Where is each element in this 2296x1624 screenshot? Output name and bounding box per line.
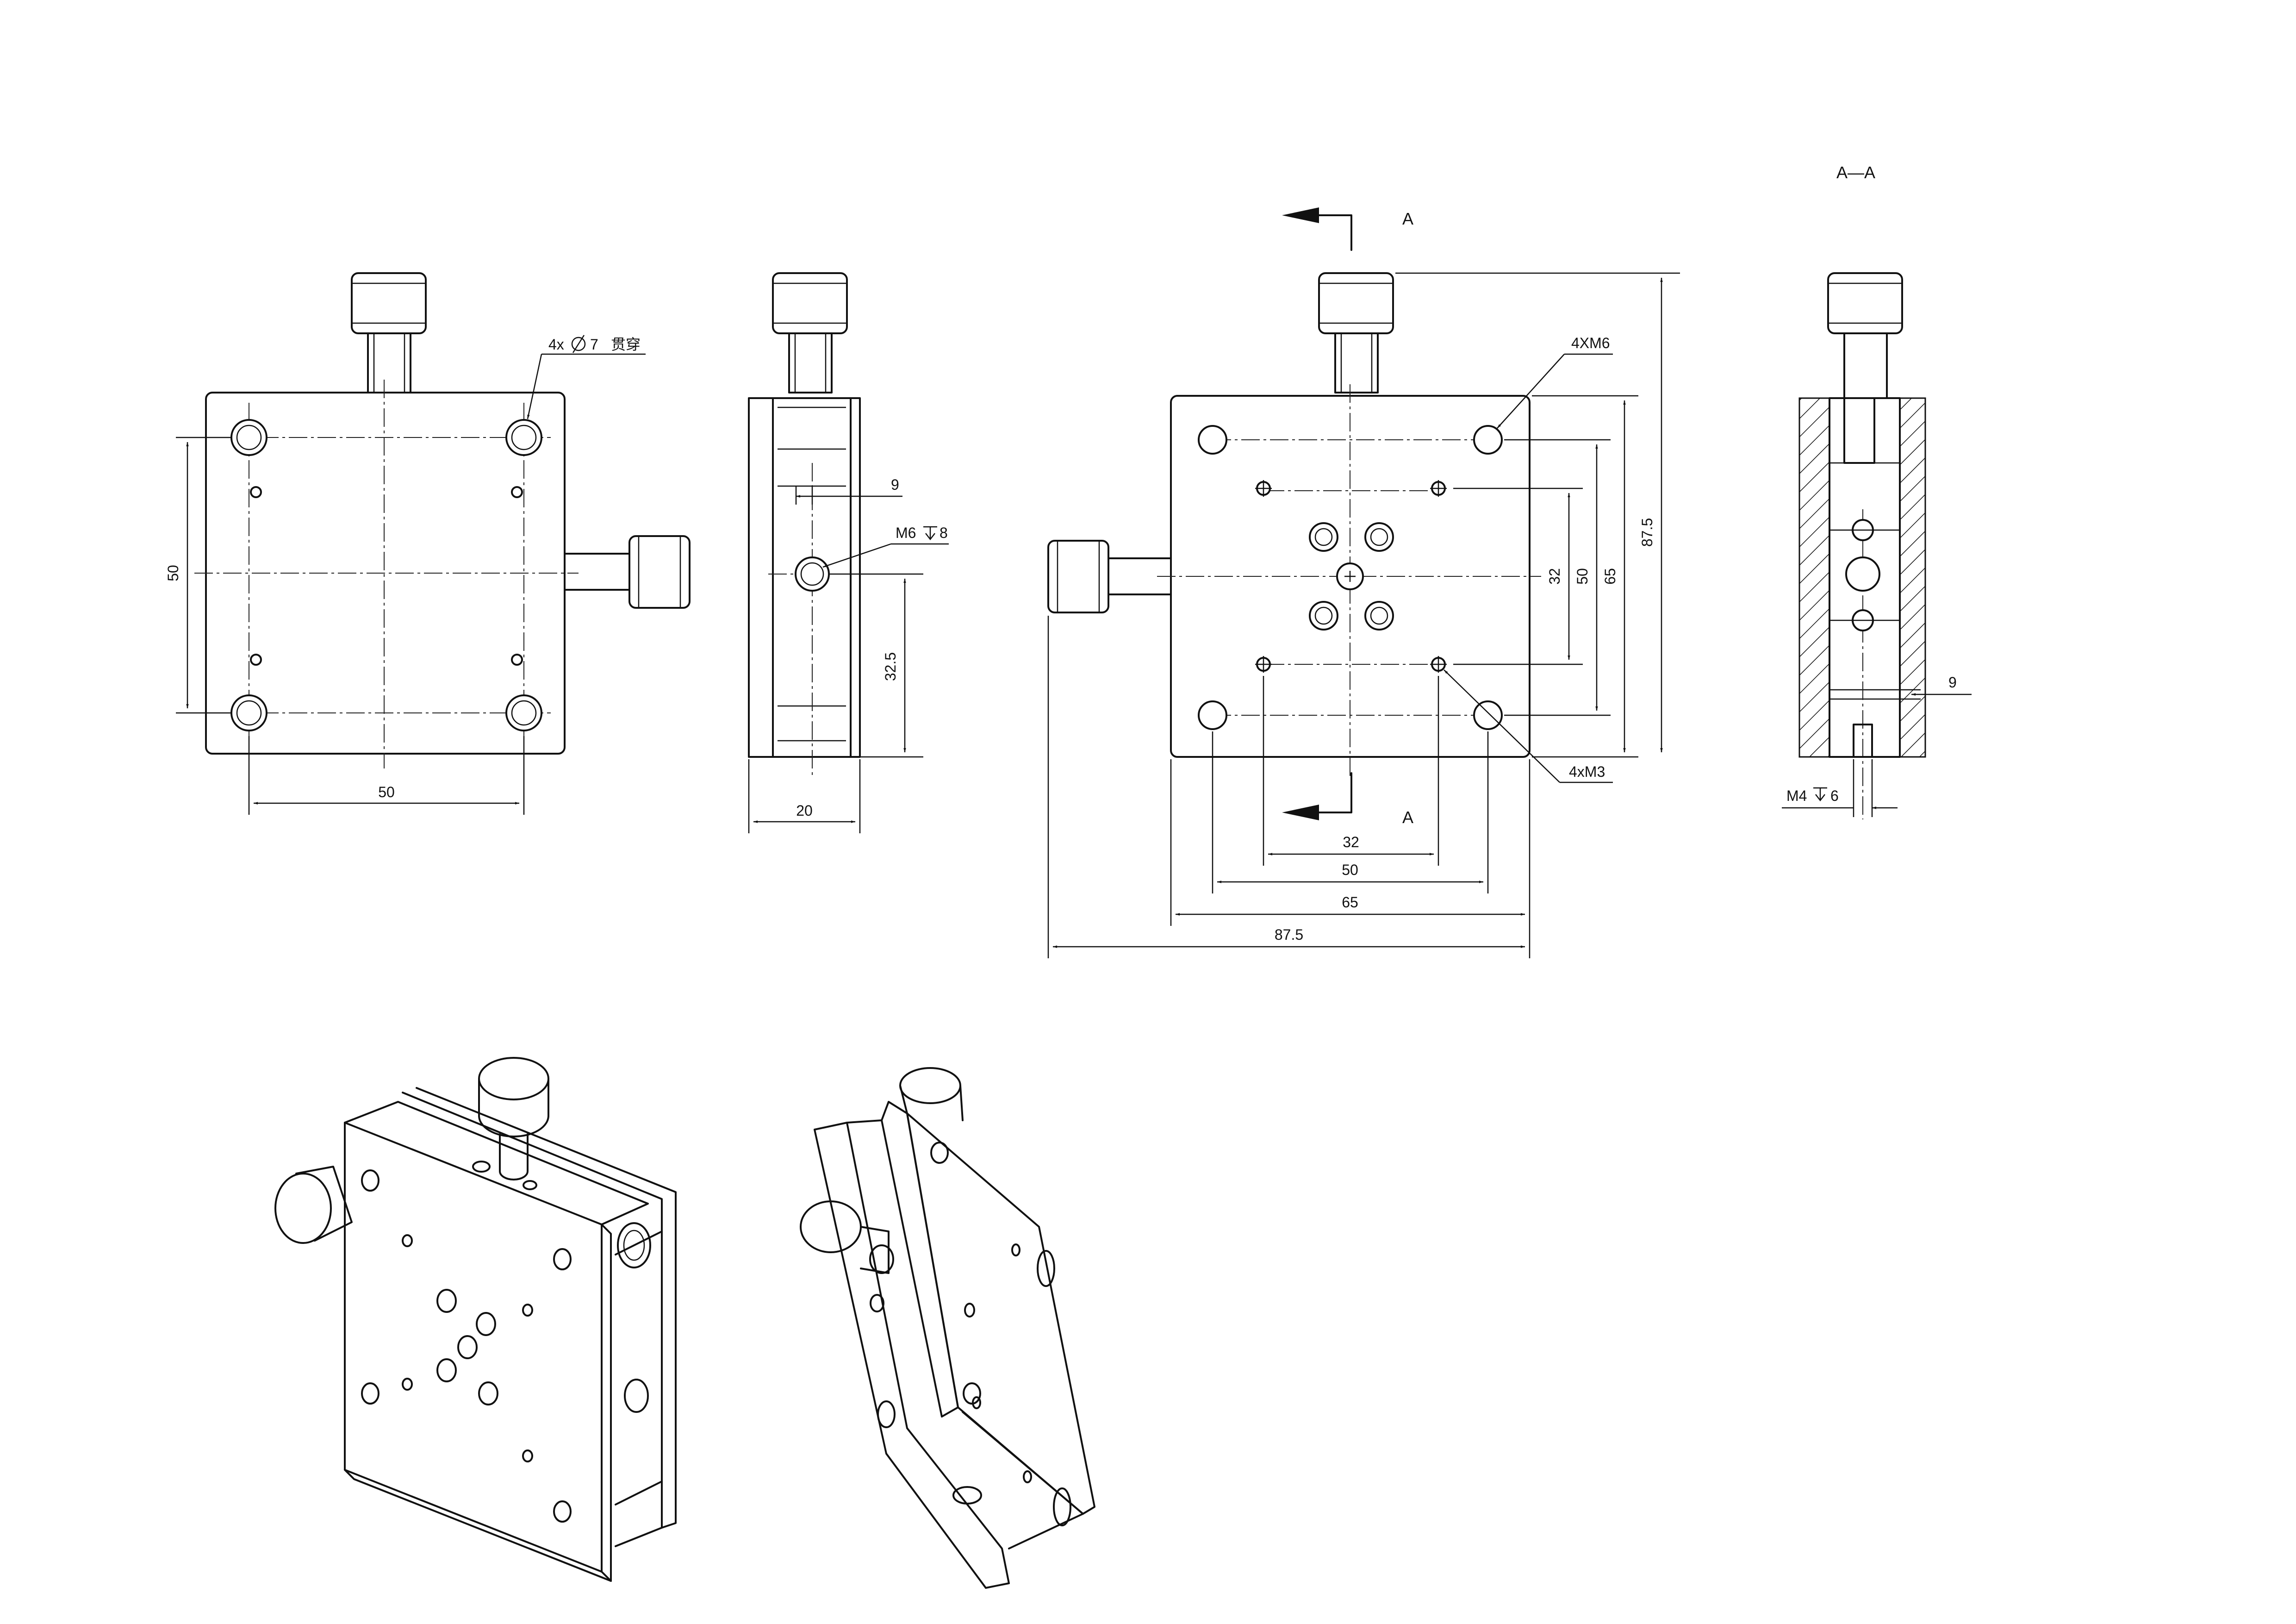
top-dim-right-50: 50 — [1574, 568, 1591, 585]
isometric-view-2 — [800, 1067, 1095, 1589]
iso1-knob-top — [478, 1057, 549, 1181]
top-dim-bottom-32: 32 — [1343, 834, 1359, 850]
section-title: A—A — [1836, 163, 1875, 182]
front-dim-height: 50 — [165, 565, 181, 581]
section-thread-depth: 6 — [1830, 787, 1839, 804]
arrow-left-icon — [1282, 805, 1319, 820]
arrow-left-icon — [1282, 207, 1319, 223]
front-through-holes — [230, 419, 542, 731]
top-m3-holes — [1255, 480, 1447, 673]
section-thread: M4 — [1786, 787, 1807, 804]
section-view: A—A 9 M4 — [1782, 163, 1972, 819]
side-view: 9 M6 8 32.5 20 — [748, 272, 949, 833]
top-dim-bottom-50: 50 — [1342, 862, 1358, 878]
top-knob — [1318, 272, 1394, 394]
iso1-holes — [361, 1169, 572, 1523]
isometric-view-1 — [274, 1057, 677, 1582]
svg-text:A: A — [1402, 209, 1413, 228]
iso2-holes — [870, 1142, 1071, 1526]
front-hole-callout-count: 4x — [548, 336, 564, 353]
depth-symbol — [1813, 787, 1827, 802]
section-knob — [1827, 272, 1903, 399]
section-wall-right — [1899, 397, 1926, 758]
diameter-symbol — [571, 335, 586, 353]
front-view: 50 50 4x 7 贯穿 — [165, 272, 691, 815]
top-dim-bottom-65: 65 — [1342, 894, 1358, 911]
side-body — [748, 397, 861, 758]
svg-text:A: A — [1402, 808, 1413, 827]
top-view: A — [1047, 207, 1680, 958]
front-small-holes — [250, 486, 523, 666]
section-marker-top: A — [1282, 207, 1413, 251]
section-wall-left — [1798, 397, 1830, 758]
side-thread-depth: 8 — [940, 525, 948, 541]
top-dim-right-65: 65 — [1602, 568, 1618, 585]
side-knob-top — [772, 272, 848, 394]
section-marker-bottom: A — [1282, 772, 1413, 827]
front-dim-width: 50 — [378, 784, 395, 800]
iso2-knob-side — [800, 1200, 894, 1274]
top-center-holes — [1309, 522, 1394, 631]
top-m6-holes — [1198, 425, 1503, 730]
iso2-knob-top — [899, 1067, 964, 1121]
front-knob-top — [351, 272, 427, 394]
top-dim-bottom-87: 87.5 — [1275, 926, 1303, 943]
top-thread-m6: 4XM6 — [1571, 335, 1610, 351]
front-hole-callout-note: 贯穿 — [611, 336, 641, 353]
top-thread-m3: 4xM3 — [1569, 763, 1605, 780]
iso1-knob-side — [274, 1166, 353, 1244]
side-dim-offset: 9 — [891, 476, 899, 493]
section-dim-offset: 9 — [1948, 674, 1957, 691]
front-hole-callout-diameter: 7 — [590, 336, 598, 353]
top-dim-right-87: 87.5 — [1639, 518, 1655, 547]
top-knob-left — [1047, 540, 1172, 613]
top-dim-right-32: 32 — [1546, 568, 1563, 585]
depth-symbol — [923, 526, 937, 541]
side-dim-width: 20 — [796, 802, 813, 819]
side-thread: M6 — [896, 525, 916, 541]
front-knob-right — [564, 535, 691, 609]
side-dim-height: 32.5 — [882, 652, 899, 681]
